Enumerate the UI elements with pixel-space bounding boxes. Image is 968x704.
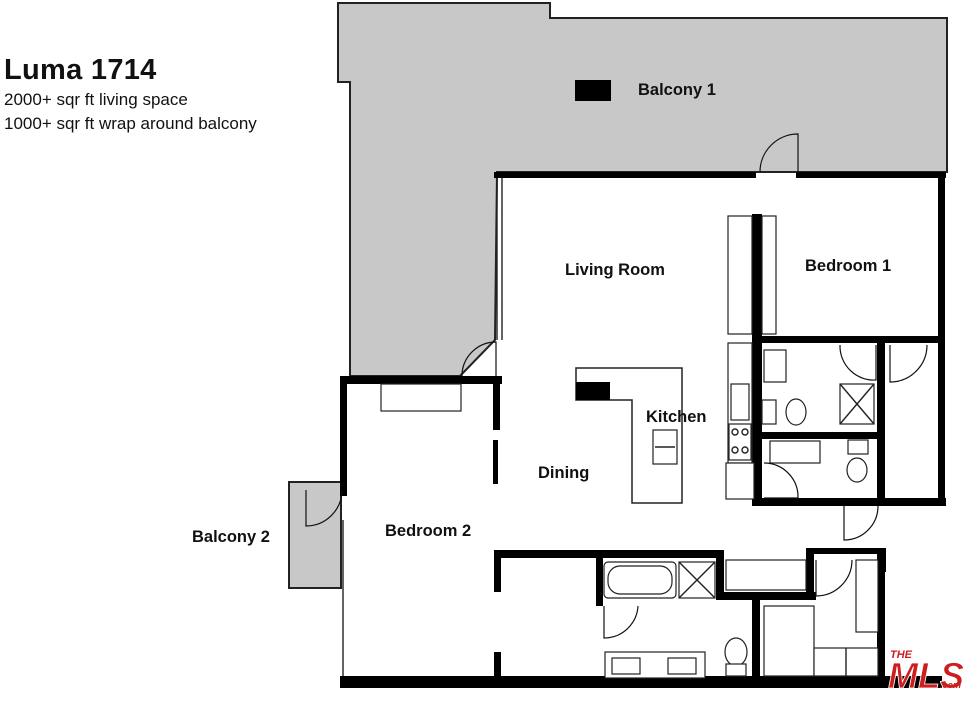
balcony-fixture — [575, 80, 611, 101]
cooktop — [576, 382, 610, 400]
svg-text:MLS: MLS — [888, 655, 964, 696]
svg-text:THE: THE — [890, 649, 913, 661]
balcony-1-area — [337, 2, 948, 377]
listing-info: Luma 1714 2000+ sqr ft living space 1000… — [4, 52, 257, 136]
label-balcony-1: Balcony 1 — [638, 81, 716, 99]
bath-1-fixtures — [761, 349, 875, 483]
label-living-room: Living Room — [565, 261, 665, 279]
label-dining: Dining — [538, 464, 589, 482]
svg-text:.com: .com — [940, 680, 961, 690]
balcony-2-area — [288, 481, 342, 589]
door-swings — [305, 133, 928, 639]
label-kitchen: Kitchen — [646, 408, 707, 426]
balcony-space-line: 1000+ sqr ft wrap around balcony — [4, 114, 257, 133]
label-bedroom-2: Bedroom 2 — [385, 522, 471, 540]
mls-logo: THE MLS .com — [888, 649, 965, 696]
listing-title: Luma 1714 — [4, 54, 157, 86]
living-space-line: 2000+ sqr ft living space — [4, 90, 188, 109]
bath-2-fixtures — [603, 559, 879, 679]
range — [728, 383, 752, 461]
label-bedroom-1: Bedroom 1 — [805, 257, 891, 275]
label-balcony-2: Balcony 2 — [192, 528, 270, 546]
